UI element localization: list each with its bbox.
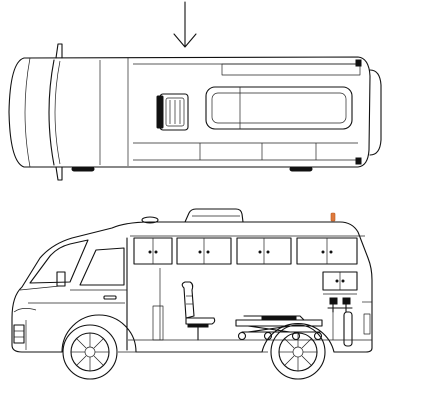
top-mirror-right <box>55 166 63 181</box>
front-wheel <box>62 324 118 380</box>
top-body-outline <box>8 56 371 168</box>
top-hood <box>24 57 31 168</box>
top-wheel-front <box>71 166 95 172</box>
oxygen-cylinder <box>332 311 353 347</box>
rear-wheel <box>270 324 326 380</box>
roof-beacon <box>330 212 336 222</box>
side-stretcher <box>235 315 323 341</box>
headlight <box>13 308 37 313</box>
top-stretcher <box>205 86 353 130</box>
top-windshield <box>48 59 55 166</box>
rear-cabinet <box>322 271 358 295</box>
front-door-handle <box>103 295 117 300</box>
roof-ac-unit <box>184 208 244 223</box>
side-body-outline <box>11 221 373 353</box>
grille <box>13 324 25 344</box>
roof-vent <box>141 216 159 224</box>
cabinet-small <box>152 305 164 341</box>
top-wheel-rear <box>289 166 313 172</box>
top-rear-bumper <box>369 69 382 156</box>
top-mirror-left <box>55 43 63 59</box>
oxygen-regulators <box>327 297 353 313</box>
side-seat <box>181 281 216 341</box>
top-view <box>8 43 382 181</box>
upper-cabinets <box>133 237 358 265</box>
arrow-down-icon <box>173 1 197 48</box>
top-seat <box>156 93 189 131</box>
front-door-window <box>79 247 125 286</box>
side-view <box>11 208 373 380</box>
side-mirror <box>56 271 66 287</box>
side-windshield <box>29 239 89 284</box>
